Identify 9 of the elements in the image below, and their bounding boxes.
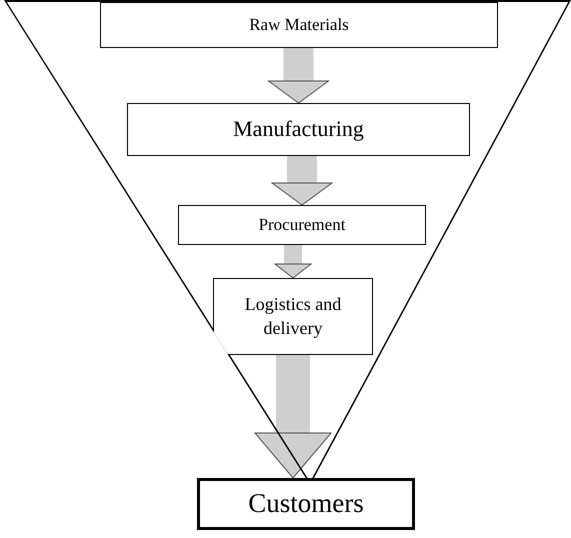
block-arrow [274,245,312,278]
process-box: Raw Materials [100,2,498,48]
process-box: Manufacturing [127,103,470,156]
process-box: Customers [197,478,415,530]
block-arrow [272,156,332,206]
process-box: Procurement [178,205,426,245]
block-arrow [254,355,332,478]
process-box: Logistics and delivery [213,278,373,355]
block-arrow [268,48,329,104]
